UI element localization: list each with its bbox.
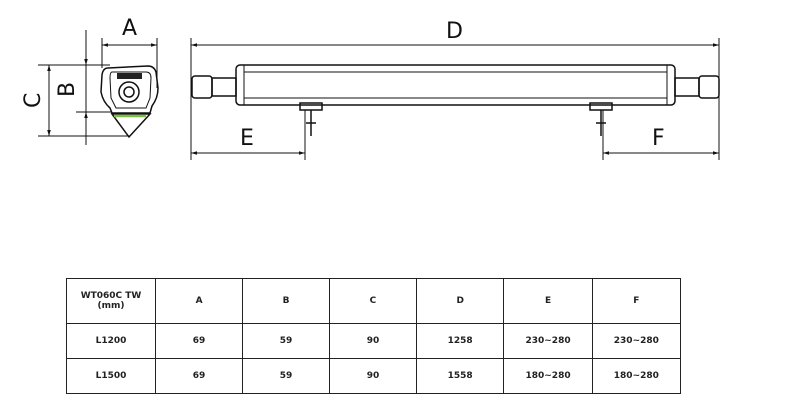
- header-model: WT060C TW(mm): [65, 278, 157, 324]
- table-header-row: WT060C TW(mm) A B C D E F: [65, 278, 682, 324]
- cell-d: 1558: [415, 358, 505, 394]
- cell-b: 59: [242, 323, 330, 359]
- cell-a: 69: [155, 323, 244, 359]
- cell-f: 230~280: [591, 323, 682, 359]
- cell-model: L1500: [65, 358, 157, 394]
- cell-e: 180~280: [503, 358, 593, 394]
- table-row: L1200 69 59 90 1258 230~280 230~280: [65, 323, 682, 359]
- technical-drawing: A B C D E F: [21, 16, 720, 160]
- cell-e: 230~280: [503, 323, 593, 359]
- dim-label-b: B: [55, 82, 80, 97]
- dim-label-e: E: [240, 126, 254, 151]
- dim-label-c: C: [21, 93, 46, 108]
- header-unit: (mm): [97, 301, 125, 311]
- cell-a: 69: [155, 358, 244, 394]
- table-row: L1500 69 59 90 1558 180~280 180~280: [65, 358, 682, 394]
- dimensions-table: WT060C TW(mm) A B C D E F L1200 69 59 90…: [65, 278, 682, 394]
- dimension-lines: [38, 30, 720, 160]
- end-view: [100, 65, 159, 139]
- header-b: B: [242, 278, 330, 324]
- dim-label-f: F: [652, 126, 665, 151]
- cell-b: 59: [242, 358, 330, 394]
- header-model-name: WT060C TW: [80, 291, 142, 301]
- header-d: D: [415, 278, 505, 324]
- header-e: E: [503, 278, 593, 324]
- cell-c: 90: [329, 323, 417, 359]
- cell-c: 90: [329, 358, 417, 394]
- header-a: A: [155, 278, 244, 324]
- cell-d: 1258: [415, 323, 505, 359]
- dim-label-a: A: [122, 16, 137, 41]
- cell-f: 180~280: [591, 358, 682, 394]
- dim-label-d: D: [446, 19, 463, 44]
- cell-model: L1200: [65, 323, 157, 359]
- header-f: F: [591, 278, 682, 324]
- side-view: [191, 64, 720, 136]
- header-c: C: [329, 278, 417, 324]
